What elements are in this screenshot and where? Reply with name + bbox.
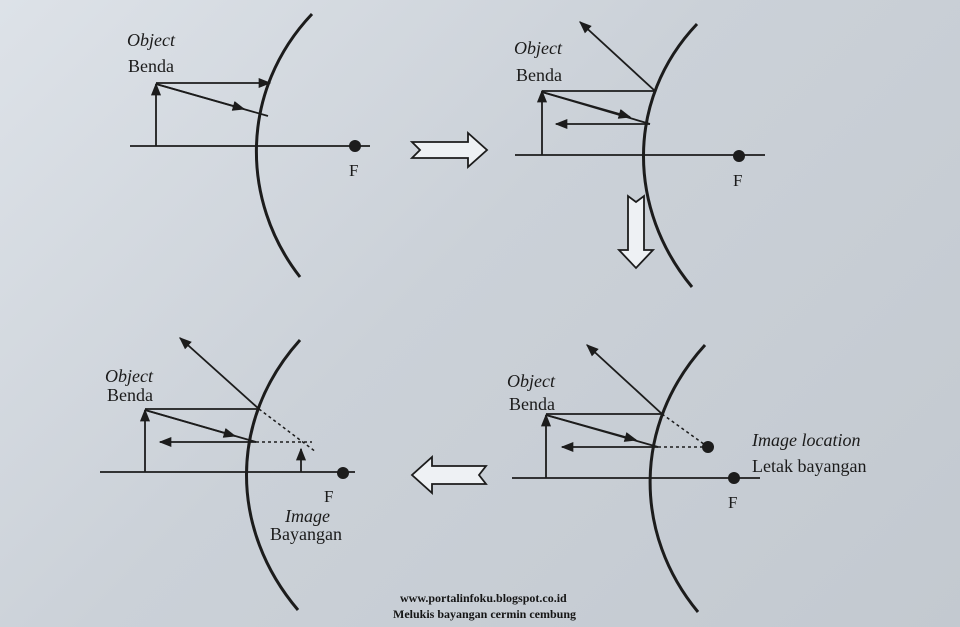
- convex-mirror: [255, 12, 314, 278]
- focus-label: F: [349, 161, 358, 180]
- object-label-id: Benda: [509, 394, 555, 414]
- diagram-caption: Melukis bayangan cermin cembung: [393, 607, 576, 621]
- reflected-ray-diverging: [586, 344, 663, 415]
- flow-arrow-right-icon: [409, 130, 489, 170]
- reflected-ray-diverging: [179, 337, 260, 410]
- object-label-en: Object: [514, 38, 563, 58]
- incident-ray-arrowhead: [541, 91, 632, 119]
- object-label-en: Object: [507, 371, 556, 391]
- convex-mirror: [648, 343, 707, 613]
- object-label-en: Object: [127, 30, 176, 50]
- object-label-id: Benda: [107, 385, 153, 405]
- focus-label: F: [324, 487, 333, 506]
- incident-ray-arrowhead: [144, 409, 237, 438]
- incident-ray-arrowhead: [545, 414, 638, 442]
- virtual-ray-extension: [661, 413, 709, 448]
- object-label-en: Object: [105, 366, 154, 386]
- focal-point-dot: [733, 150, 745, 162]
- reflected-ray-diverging: [579, 21, 656, 92]
- source-url: www.portalinfoku.blogspot.co.id: [400, 591, 567, 605]
- incident-ray-arrowhead: [155, 83, 246, 111]
- convex-mirror: [642, 22, 699, 288]
- focal-point-dot: [349, 140, 361, 152]
- image-label-en: Image: [284, 506, 330, 526]
- virtual-ray-extension: [258, 408, 317, 453]
- focal-point-dot: [728, 472, 740, 484]
- flow-arrow-left-icon: [410, 454, 488, 496]
- panel-3: Object Benda F Image location Letak baya…: [507, 343, 866, 613]
- convex-mirror: [245, 338, 302, 611]
- image-location-label-en: Image location: [751, 430, 860, 450]
- object-label-id: Benda: [516, 65, 562, 85]
- panel-1: Object Benda F: [127, 12, 370, 278]
- focal-point-dot: [337, 467, 349, 479]
- image-label-id: Bayangan: [270, 524, 342, 544]
- panel-2: Object Benda F: [514, 21, 765, 288]
- focus-label: F: [733, 171, 742, 190]
- panel-4: Object Benda F Image Bayangan: [100, 337, 355, 611]
- flow-arrow-down-icon: [616, 194, 656, 270]
- image-location-label-id: Letak bayangan: [752, 456, 866, 476]
- object-label-id: Benda: [128, 56, 174, 76]
- image-location-dot: [702, 441, 714, 453]
- focus-label: F: [728, 493, 737, 512]
